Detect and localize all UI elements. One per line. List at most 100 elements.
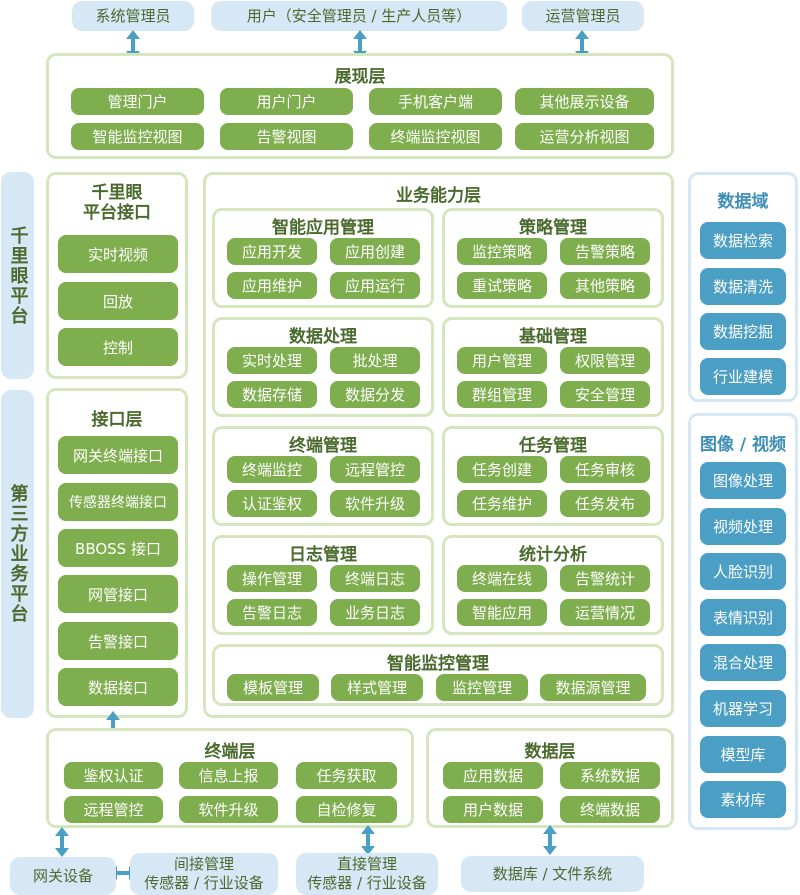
presentation-item[interactable]: 运营分析视图 bbox=[515, 123, 654, 150]
capability-group-title: 智能应用管理 bbox=[272, 218, 374, 238]
double-arrow-icon bbox=[361, 825, 375, 855]
smart-monitor-item[interactable]: 模板管理 bbox=[227, 674, 319, 701]
data-domain-title: 数据域 bbox=[717, 192, 769, 212]
qianliyan-item[interactable]: 控制 bbox=[58, 328, 178, 366]
capability-item[interactable]: 操作管理 bbox=[227, 565, 317, 592]
data-domain-item[interactable]: 数据清洗 bbox=[700, 268, 786, 305]
terminal-item[interactable]: 自检修复 bbox=[296, 796, 397, 823]
interface-item[interactable]: 网关终端接口 bbox=[58, 436, 178, 474]
interface-item[interactable]: 网管接口 bbox=[58, 575, 178, 613]
data-domain-item[interactable]: 数据检索 bbox=[700, 222, 786, 259]
capability-item[interactable]: 告警策略 bbox=[560, 238, 650, 265]
capability-item[interactable]: 远程管控 bbox=[330, 456, 420, 483]
interface-item[interactable]: 传感器终端接口 bbox=[58, 483, 178, 521]
qianliyan-item[interactable]: 实时视频 bbox=[58, 235, 178, 273]
presentation-item[interactable]: 终端监控视图 bbox=[369, 123, 502, 150]
presentation-layer: 展现层 管理门户 用户门户 手机客户端 其他展示设备 智能监控视图 告警视图 终… bbox=[46, 53, 674, 159]
capability-item[interactable]: 终端日志 bbox=[330, 565, 420, 592]
capability-item[interactable]: 智能应用 bbox=[457, 599, 547, 626]
presentation-item[interactable]: 手机客户端 bbox=[369, 88, 502, 115]
capability-item[interactable]: 批处理 bbox=[330, 347, 420, 374]
capability-group-title: 任务管理 bbox=[519, 436, 587, 456]
interface-item[interactable]: BBOSS 接口 bbox=[58, 529, 178, 567]
actor-label: 间接管理 bbox=[173, 855, 234, 874]
capability-item[interactable]: 应用维护 bbox=[227, 272, 317, 299]
terminal-item[interactable]: 任务获取 bbox=[296, 762, 397, 789]
actor-label: 数据库 / 文件系统 bbox=[492, 864, 613, 883]
capability-item[interactable]: 告警日志 bbox=[227, 599, 317, 626]
capability-item[interactable]: 任务维护 bbox=[457, 490, 547, 517]
capability-item[interactable]: 重试策略 bbox=[457, 272, 547, 299]
third-party-platform: 第三方业务平台 bbox=[1, 390, 34, 718]
actor-label: 用户（安全管理员 / 生产人员等） bbox=[246, 6, 472, 25]
image-video-item[interactable]: 模型库 bbox=[700, 735, 786, 773]
qianliyan-interface-panel: 千里眼 平台接口 实时视频 回放 控制 bbox=[46, 172, 188, 379]
smart-monitor-item[interactable]: 样式管理 bbox=[331, 674, 423, 701]
capability-item[interactable]: 其他策略 bbox=[560, 272, 650, 299]
title-line: 平台接口 bbox=[83, 203, 151, 223]
image-video-item[interactable]: 人脸识别 bbox=[700, 553, 786, 591]
terminal-item[interactable]: 远程管控 bbox=[64, 796, 163, 823]
capability-group: 智能应用管理应用开发应用创建应用维护应用运行 bbox=[212, 208, 434, 308]
direct-managed-devices: 直接管理 传感器 / 行业设备 bbox=[296, 853, 438, 895]
capability-item[interactable]: 软件升级 bbox=[330, 490, 420, 517]
capability-item[interactable]: 终端在线 bbox=[457, 565, 547, 592]
image-video-item[interactable]: 素材库 bbox=[700, 781, 786, 819]
capability-item[interactable]: 数据存储 bbox=[227, 381, 317, 408]
smart-monitor-item[interactable]: 监控管理 bbox=[436, 674, 528, 701]
data-layer-item[interactable]: 用户数据 bbox=[443, 796, 543, 823]
capability-group: 任务管理任务创建任务审核任务维护任务发布 bbox=[442, 426, 664, 526]
capability-item[interactable]: 安全管理 bbox=[560, 381, 650, 408]
capability-item[interactable]: 任务创建 bbox=[457, 456, 547, 483]
presentation-item[interactable]: 用户门户 bbox=[220, 88, 353, 115]
actor-label: 直接管理 bbox=[336, 855, 397, 874]
data-layer-title: 数据层 bbox=[524, 742, 576, 762]
capability-item[interactable]: 任务审核 bbox=[560, 456, 650, 483]
capability-item[interactable]: 认证鉴权 bbox=[227, 490, 317, 517]
image-video-item[interactable]: 混合处理 bbox=[700, 644, 786, 682]
presentation-item[interactable]: 告警视图 bbox=[220, 123, 353, 150]
presentation-item[interactable]: 智能监控视图 bbox=[71, 123, 204, 150]
image-video-item[interactable]: 视频处理 bbox=[700, 507, 786, 545]
image-video-item[interactable]: 机器学习 bbox=[700, 690, 786, 727]
terminal-item[interactable]: 软件升级 bbox=[179, 796, 278, 823]
terminal-item[interactable]: 鉴权认证 bbox=[64, 762, 163, 789]
business-layer: 业务能力层 智能应用管理应用开发应用创建应用维护应用运行策略管理监控策略告警策略… bbox=[203, 172, 674, 718]
data-layer-item[interactable]: 终端数据 bbox=[560, 796, 660, 823]
data-layer-item[interactable]: 系统数据 bbox=[560, 762, 660, 789]
image-video-item[interactable]: 表情识别 bbox=[700, 598, 786, 636]
capability-item[interactable]: 用户管理 bbox=[457, 347, 547, 374]
capability-item[interactable]: 告警统计 bbox=[560, 565, 650, 592]
actor-label: 系统管理员 bbox=[95, 6, 171, 25]
interface-item[interactable]: 数据接口 bbox=[58, 668, 178, 706]
capability-item[interactable]: 应用开发 bbox=[227, 238, 317, 265]
image-video-panel: 图像 / 视频 图像处理视频处理人脸识别表情识别混合处理机器学习模型库素材库 bbox=[688, 413, 798, 830]
actor-system-admin: 系统管理员 bbox=[72, 1, 194, 31]
capability-item[interactable]: 数据分发 bbox=[330, 381, 420, 408]
presentation-item[interactable]: 其他展示设备 bbox=[515, 88, 654, 115]
qianliyan-interface-title: 千里眼 平台接口 bbox=[49, 183, 185, 223]
capability-item[interactable]: 权限管理 bbox=[560, 347, 650, 374]
qianliyan-item[interactable]: 回放 bbox=[58, 282, 178, 320]
interface-item[interactable]: 告警接口 bbox=[58, 622, 178, 660]
third-party-platform-label: 第三方业务平台 bbox=[7, 484, 29, 624]
data-domain-item[interactable]: 行业建模 bbox=[700, 358, 786, 395]
smart-monitor-item[interactable]: 数据源管理 bbox=[540, 674, 646, 701]
capability-item[interactable]: 终端监控 bbox=[227, 456, 317, 483]
data-layer-item[interactable]: 应用数据 bbox=[443, 762, 543, 789]
data-domain-item[interactable]: 数据挖掘 bbox=[700, 313, 786, 350]
presentation-item[interactable]: 管理门户 bbox=[71, 88, 204, 115]
capability-item[interactable]: 实时处理 bbox=[227, 347, 317, 374]
presentation-layer-title: 展现层 bbox=[334, 67, 386, 87]
capability-group-title: 数据处理 bbox=[289, 327, 357, 347]
capability-item[interactable]: 运营情况 bbox=[560, 599, 650, 626]
capability-item[interactable]: 群组管理 bbox=[457, 381, 547, 408]
capability-item[interactable]: 任务发布 bbox=[560, 490, 650, 517]
image-video-item[interactable]: 图像处理 bbox=[700, 462, 786, 499]
capability-item[interactable]: 监控策略 bbox=[457, 238, 547, 265]
terminal-item[interactable]: 信息上报 bbox=[179, 762, 278, 789]
business-layer-title: 业务能力层 bbox=[396, 186, 481, 206]
capability-item[interactable]: 业务日志 bbox=[330, 599, 420, 626]
capability-item[interactable]: 应用创建 bbox=[330, 238, 420, 265]
capability-item[interactable]: 应用运行 bbox=[330, 272, 420, 299]
